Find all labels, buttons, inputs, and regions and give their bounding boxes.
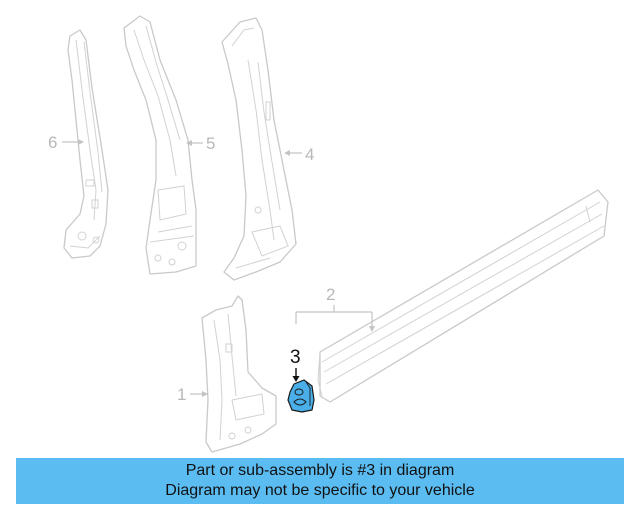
- banner-line-1: Part or sub-assembly is #3 in diagram: [185, 462, 455, 479]
- part-3-bracket: [287, 379, 315, 413]
- part-1-lower-pillar: [201, 295, 277, 453]
- callout-4-label: 4: [305, 145, 314, 164]
- part-4-reinforcement: [221, 17, 297, 281]
- part-5-center-pillar: [123, 15, 197, 275]
- part-6-pillar: [63, 29, 109, 259]
- callout-1-label: 1: [177, 385, 186, 404]
- callout-3: 3: [290, 347, 301, 382]
- callout-4: 4: [284, 145, 314, 164]
- callout-3-label: 3: [290, 347, 301, 368]
- banner-line-2: Diagram may not be specific to your vehi…: [165, 482, 475, 499]
- callout-6-label: 6: [48, 133, 57, 152]
- callout-2-label: 2: [326, 285, 335, 304]
- info-banner: Part or sub-assembly is #3 in diagram Di…: [16, 458, 624, 504]
- callout-2: 2: [295, 285, 375, 332]
- callout-5-label: 5: [206, 134, 215, 153]
- callout-1: 1: [177, 385, 208, 404]
- callout-6: 6: [48, 133, 84, 152]
- callout-5: 5: [186, 134, 215, 153]
- parts-diagram: 6 5 4: [48, 15, 609, 453]
- part-2-rocker-panel: [317, 189, 609, 403]
